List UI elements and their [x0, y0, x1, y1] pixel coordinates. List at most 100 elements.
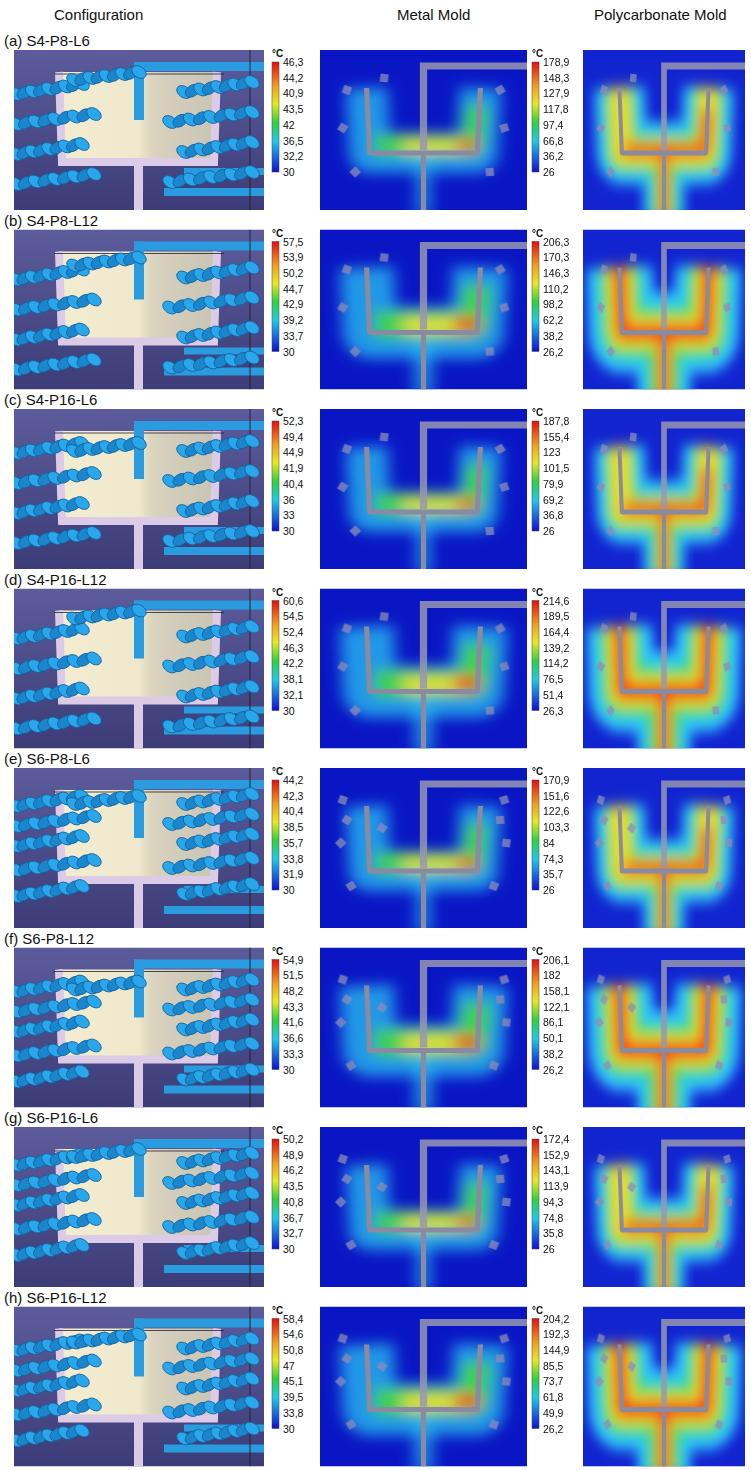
- part-outline: [619, 986, 708, 1051]
- tick-label: 164,4: [543, 626, 569, 638]
- tick-label: 152,9: [543, 1149, 569, 1161]
- sprue: [134, 521, 143, 569]
- unit-label: °C: [532, 946, 543, 958]
- metal-heat-map: [320, 1307, 527, 1470]
- cooling-section: [600, 1353, 609, 1364]
- cooling-helix: [242, 73, 261, 91]
- unit-label: °C: [272, 946, 283, 958]
- tick-label: 36,7: [283, 1212, 303, 1224]
- sprue-outline: [421, 871, 426, 928]
- tick-label: 33: [283, 509, 295, 521]
- color-bar: [272, 780, 279, 890]
- channel-bar: [134, 242, 264, 251]
- cooling-helix: [242, 1234, 261, 1252]
- part-outline: [367, 627, 481, 692]
- cooling-section: [489, 1060, 500, 1070]
- cooling-section: [603, 881, 612, 892]
- cooling-helix: [72, 1371, 91, 1389]
- cooling-section: [335, 1017, 347, 1028]
- part-outline: [619, 447, 708, 512]
- background: [320, 409, 527, 569]
- cooling-section: [603, 1240, 612, 1251]
- column-header: Metal Mold: [397, 6, 470, 23]
- tick-label: 40,8: [283, 1196, 303, 1208]
- tick-label: 30: [283, 1243, 295, 1255]
- cooling-section: [499, 123, 509, 133]
- tick-label: 101,5: [543, 462, 569, 474]
- tick-label: 123: [543, 446, 561, 458]
- tick-label: 94,3: [543, 1196, 563, 1208]
- color-bar: [532, 421, 539, 531]
- configuration-view: [6, 948, 264, 1108]
- tick-label: 33,3: [283, 1048, 303, 1060]
- background: [14, 768, 264, 928]
- configuration-view: [6, 230, 264, 390]
- tick-label: 49,4: [283, 431, 303, 443]
- cooling-helix: [242, 1010, 261, 1028]
- cooling-helix: [84, 290, 103, 308]
- gate-channel: [424, 425, 528, 509]
- configuration-view: [6, 768, 264, 928]
- polycarbonate-heat-map: [583, 1307, 745, 1470]
- cooling-section: [485, 168, 494, 177]
- part-outline: [619, 268, 708, 333]
- cooling-section: [335, 1376, 347, 1387]
- cooling-section: [596, 302, 605, 313]
- cooling-section: [596, 481, 605, 492]
- cooling-helix: [242, 875, 261, 893]
- sprue-outline: [662, 1230, 666, 1287]
- cooling-section: [489, 1240, 500, 1250]
- heat-spot: [457, 1216, 478, 1228]
- tick-label: 33,7: [283, 330, 303, 342]
- cooling-section: [595, 1376, 604, 1387]
- cooling-section: [600, 814, 609, 825]
- tick-label: 57,5: [283, 236, 303, 248]
- cooling-helix: [242, 318, 261, 336]
- cooling-section: [337, 302, 348, 313]
- color-bar: [532, 1319, 539, 1429]
- cooling-section: [719, 264, 728, 275]
- cooling-helix: [242, 348, 261, 366]
- row-label: (g) S6-P16-L6: [4, 1109, 98, 1126]
- cooling-helix: [72, 1236, 91, 1254]
- channel-bar: [134, 960, 144, 1018]
- sprue: [134, 701, 143, 749]
- row-label: (b) S4-P8-L12: [4, 212, 98, 229]
- cooling-section: [597, 795, 605, 805]
- background: [14, 1127, 264, 1287]
- tick-label: 30: [283, 525, 295, 537]
- cooling-section: [342, 85, 353, 95]
- cooling-helix: [242, 785, 261, 803]
- cooling-helix: [242, 1144, 261, 1162]
- cooling-helix: [242, 522, 261, 540]
- gate-channel: [424, 66, 528, 150]
- tick-label: 30: [283, 346, 295, 358]
- tick-label: 58,4: [283, 1313, 303, 1325]
- tick-label: 84: [543, 837, 555, 849]
- channel-bar: [134, 960, 264, 969]
- cooling-section: [723, 661, 731, 671]
- channel-bar: [164, 1445, 264, 1453]
- tick-label: 30: [283, 166, 295, 178]
- part-outline: [367, 806, 481, 871]
- metal-heat-map: [320, 230, 527, 395]
- tick-label: 79,9: [543, 478, 563, 490]
- cooling-helix: [84, 464, 103, 482]
- cooling-section: [485, 527, 494, 536]
- cooling-helix: [242, 1034, 261, 1052]
- frame-line: [250, 589, 251, 749]
- tick-label: 40,9: [283, 87, 303, 99]
- cooling-section: [596, 661, 605, 672]
- metal-heat-map: [320, 768, 527, 933]
- channel-bar: [164, 906, 264, 914]
- tick-label: 26,3: [543, 705, 563, 717]
- sprue: [134, 342, 143, 390]
- tick-label: 44,9: [283, 446, 303, 458]
- cooling-section: [725, 1197, 732, 1206]
- cooling-section: [502, 1197, 511, 1206]
- tick-label: 43,5: [283, 103, 303, 115]
- sprue-outline: [662, 692, 666, 749]
- channel-bar: [164, 547, 264, 555]
